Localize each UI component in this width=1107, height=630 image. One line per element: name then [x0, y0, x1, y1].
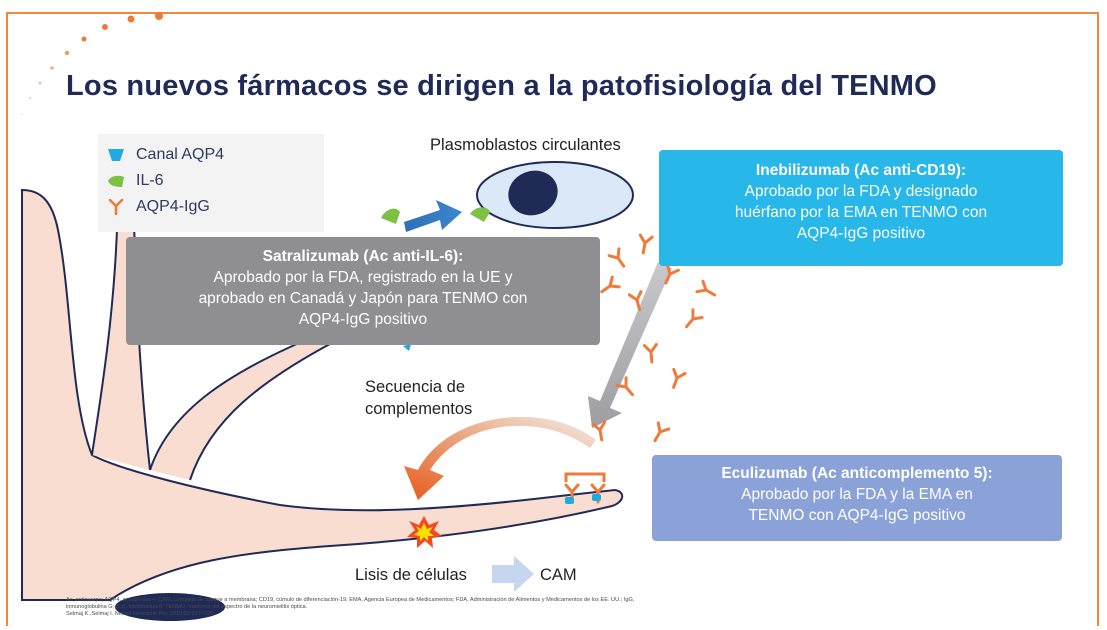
satralizumab-box: Satralizumab (Ac anti-IL-6): Aprobado po…: [126, 237, 600, 345]
slide-title: Los nuevos fármacos se dirigen a la pato…: [66, 70, 937, 102]
complement-label-line: complementos: [365, 400, 473, 418]
complement-label-line: Secuencia de: [365, 378, 465, 396]
eculizumab-line: Aprobado por la FDA y la EMA en: [741, 486, 973, 503]
inebilizumab-line: Aprobado por la FDA y designado: [744, 183, 978, 200]
plasmoblasts-label: Plasmoblastos circulantes: [430, 136, 621, 154]
grey-arrow: [588, 262, 672, 428]
bound-antibodies: [403, 344, 606, 504]
cell-lysis-label: Lisis de células: [355, 566, 467, 584]
satralizumab-heading: Satralizumab (Ac anti-IL-6):: [262, 248, 464, 265]
legend-label: Canal AQP4: [136, 146, 225, 163]
lysis-burst: [407, 516, 442, 548]
satralizumab-line: AQP4-IgG positivo: [298, 311, 428, 328]
decorative-dots: [21, 12, 163, 115]
footnote-line: Ac, anticuerpo; AQP4, acuaporina-4; CAM,…: [66, 597, 635, 603]
legend-label: IL-6: [136, 172, 164, 189]
legend: Canal AQP4 IL-6 AQP4-IgG: [98, 134, 324, 232]
slide-frame: [6, 12, 1099, 626]
eculizumab-line: TENMO con AQP4-IgG positivo: [748, 507, 966, 524]
complement-arrow: [404, 416, 596, 500]
satralizumab-line: aprobado en Canadá y Japón para TENMO co…: [198, 290, 528, 307]
eculizumab-heading: Eculizumab (Ac anticomplemento 5):: [721, 465, 993, 482]
cam-label: CAM: [540, 566, 577, 584]
eculizumab-box: Eculizumab (Ac anticomplemento 5): Aprob…: [652, 455, 1062, 541]
legend-item-il6: IL-6: [108, 172, 164, 190]
legend-item-channel: Canal AQP4: [108, 146, 224, 164]
inebilizumab-line: huérfano por la EMA en TENMO con: [734, 204, 988, 221]
channel-icon: [108, 149, 124, 161]
inebilizumab-box: Inebilizumab (Ac anti-CD19): Aprobado po…: [659, 150, 1063, 266]
antibody-icon: [108, 199, 124, 215]
legend-label: AQP4-IgG: [136, 198, 210, 215]
complement-sequence-label: Secuencia de complementos: [365, 376, 472, 420]
il6-signal: [381, 200, 490, 232]
footnote-line: inmunoglobulina G; IL-6, interleucina-6;…: [66, 604, 308, 610]
legend-item-antibody: AQP4-IgG: [108, 198, 210, 216]
satralizumab-line: Aprobado por la FDA, registrado en la UE…: [213, 269, 513, 286]
plasmoblast-cell: [476, 161, 634, 229]
il6-icon: [108, 175, 124, 187]
footnote-line: Selmaj K ,Selmaj I. Neurol Neurochir Pol…: [66, 611, 215, 617]
astrocyte-cell: [21, 178, 624, 621]
inebilizumab-heading: Inebilizumab (Ac anti-CD19):: [755, 162, 967, 179]
inebilizumab-line: AQP4-IgG positivo: [796, 225, 926, 242]
cam-arrow: [492, 556, 534, 592]
footnote: Ac, anticuerpo; AQP4, acuaporina-4; CAM,…: [66, 597, 1006, 618]
